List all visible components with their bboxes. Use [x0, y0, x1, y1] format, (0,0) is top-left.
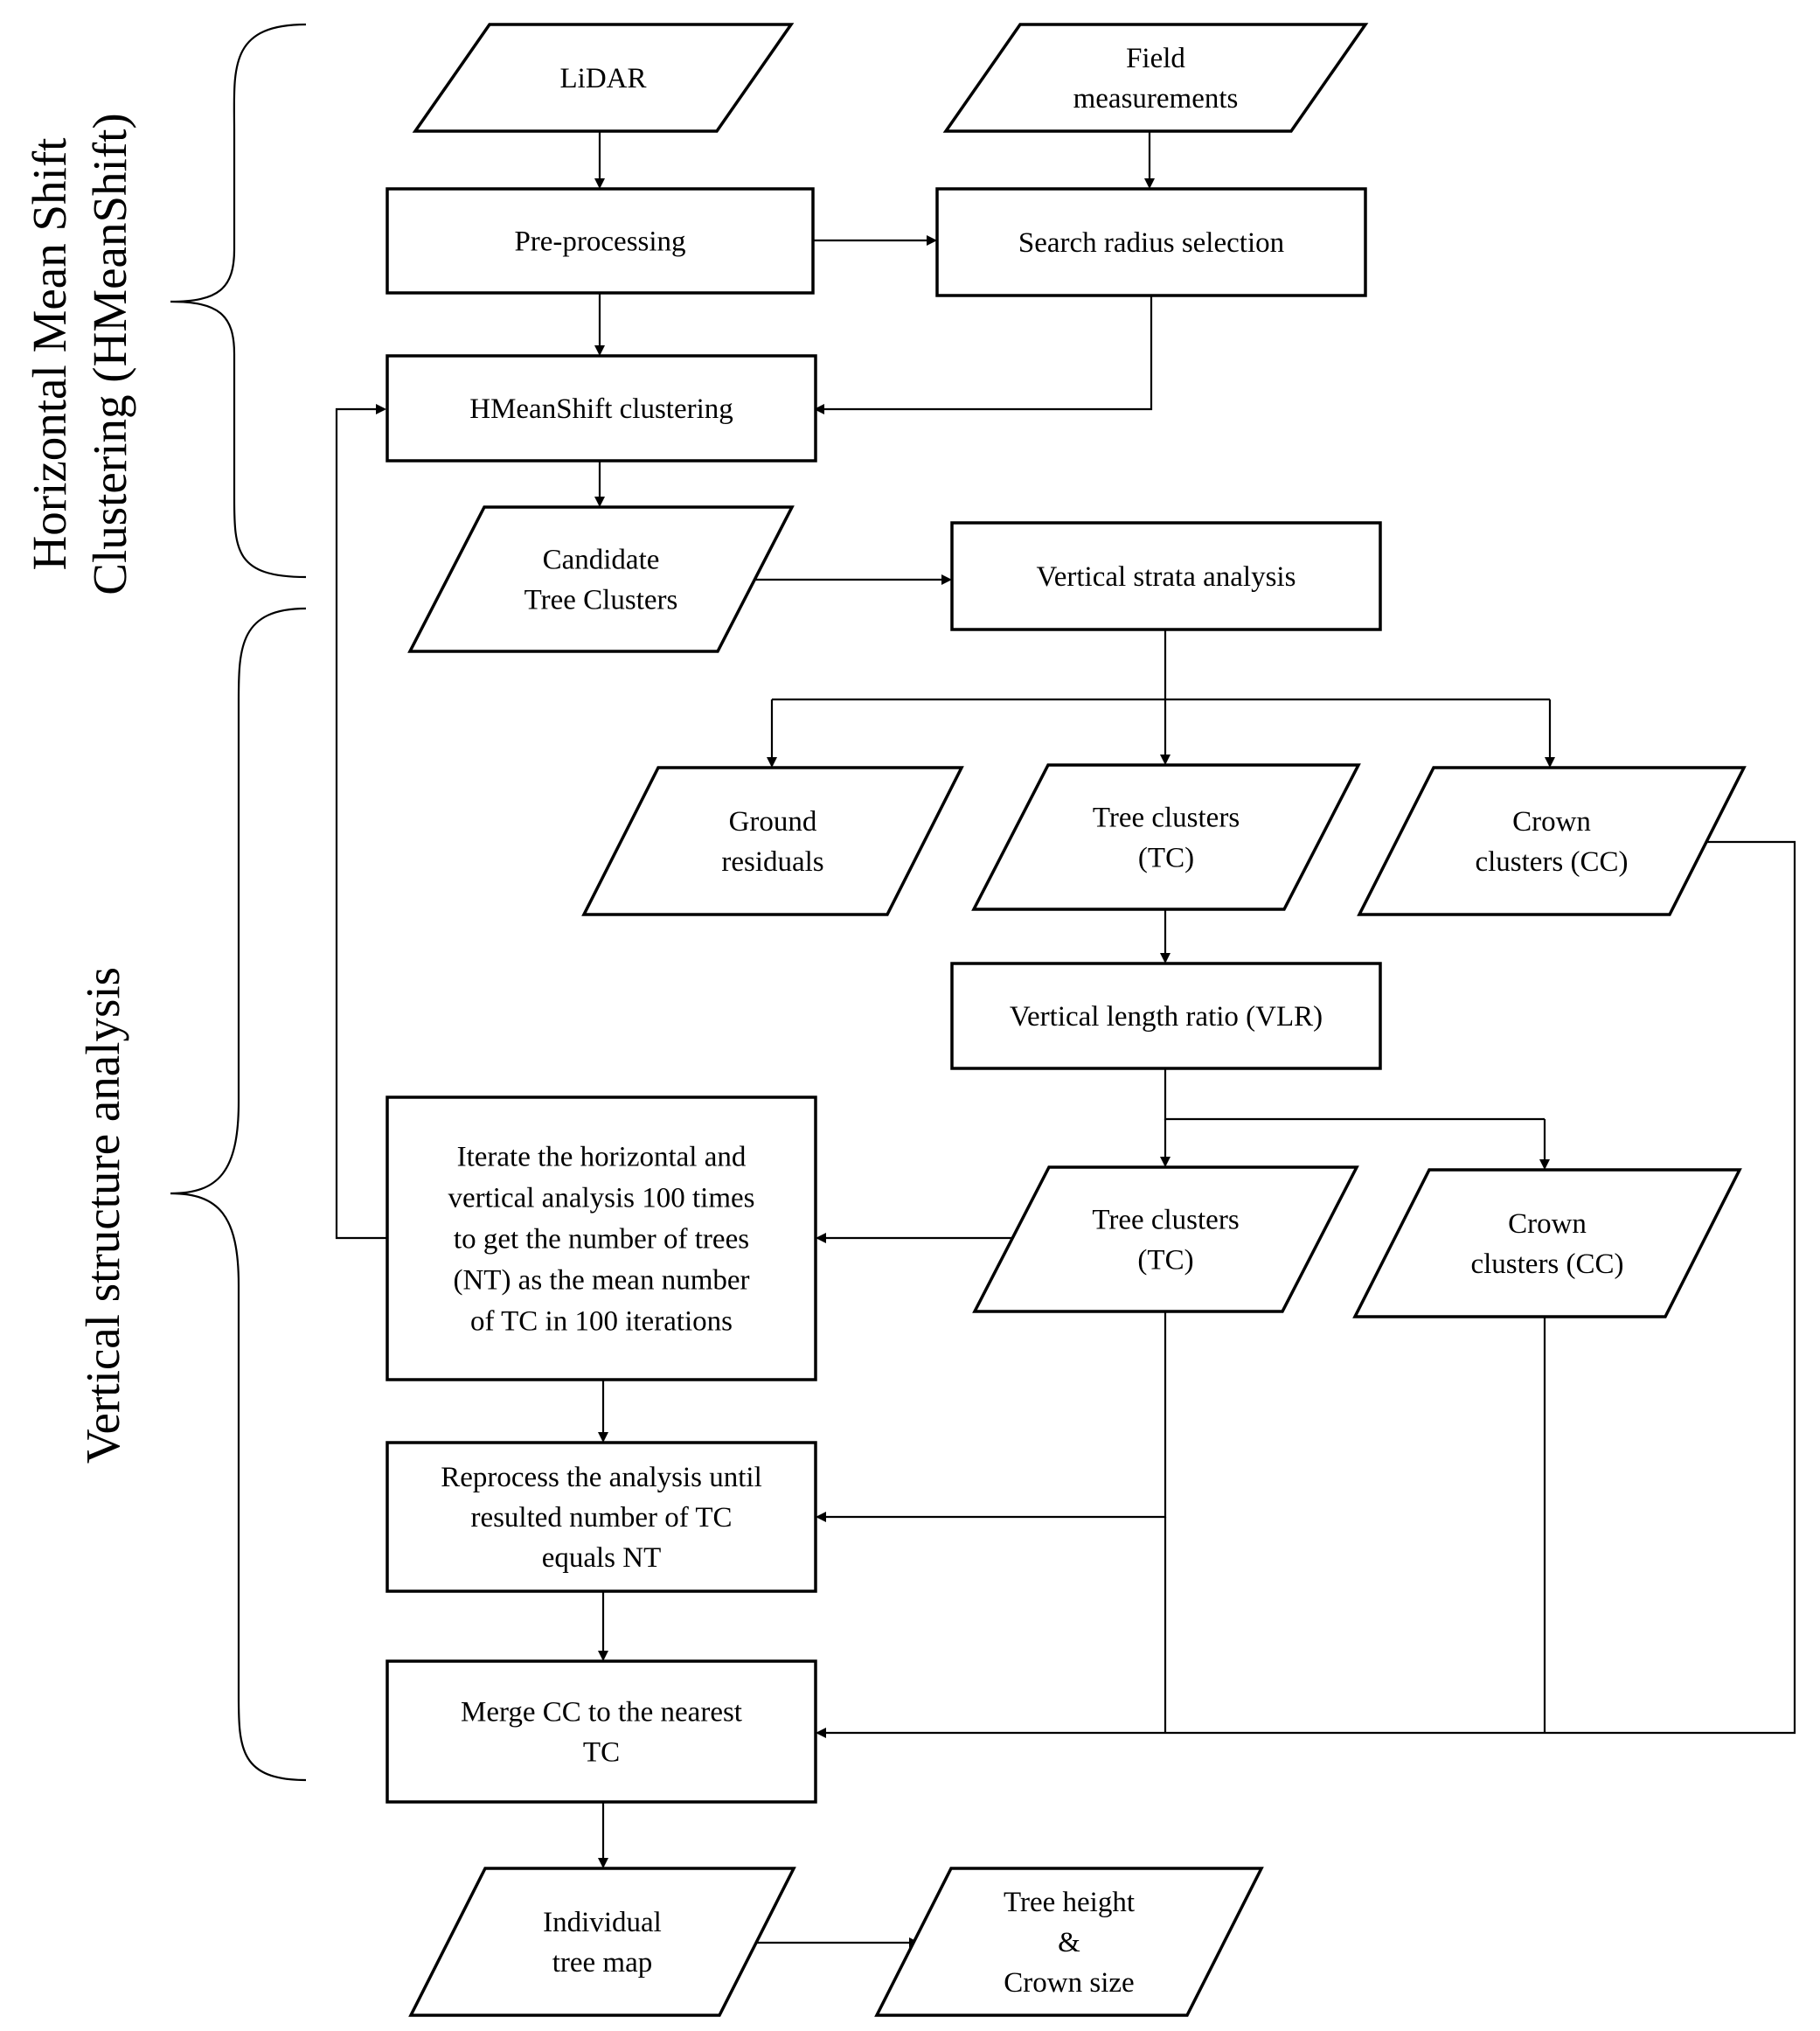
node-label-line: Vertical strata analysis [1037, 561, 1296, 593]
data-parallelogram [1352, 1168, 1742, 1318]
node-search-radius: Search radius selection [935, 187, 1367, 297]
node-label-line: (TC) [1138, 843, 1194, 874]
node-label-line: Ground [729, 806, 817, 838]
node-label-line: Crown size [1004, 1967, 1134, 1999]
hmeanshift-brace [170, 23, 307, 579]
node-label-line: Iterate the horizontal and [457, 1142, 747, 1173]
vertical-brace [170, 607, 307, 1782]
node-label-line: of TC in 100 iterations [470, 1306, 733, 1338]
hmeanshift-side-label-line2: Clustering (HMeanShift) [83, 113, 136, 595]
node-label-line: Reprocess the analysis until [441, 1462, 762, 1493]
node-label-line: TC [583, 1737, 620, 1769]
node-field: Field measurements [942, 23, 1369, 133]
node-label-line: Individual [543, 1907, 662, 1938]
node-label-line: LiDAR [560, 63, 647, 94]
node-lidar: LiDAR [412, 23, 795, 133]
node-label-line: Pre-processing [514, 226, 685, 258]
node-tree-clusters-1: Tree clusters (TC) [971, 763, 1361, 911]
node-label-line: Crown [1512, 806, 1591, 838]
process-box [386, 354, 817, 463]
node-label-line: HMeanShift clustering [469, 393, 733, 425]
node-label-line: Tree clusters [1092, 1205, 1239, 1236]
process-box [386, 1095, 817, 1381]
process-box [950, 521, 1382, 631]
data-parallelogram [412, 23, 795, 133]
node-label-line: Tree clusters [1093, 803, 1240, 834]
node-reprocess: Reprocess the analysis until resulted num… [386, 1441, 817, 1593]
edge-iterate-hms-loop [335, 404, 387, 1240]
node-preprocessing: Pre-processing [386, 187, 815, 295]
data-parallelogram [581, 766, 964, 916]
data-parallelogram [971, 763, 1361, 911]
data-parallelogram [874, 1867, 1264, 2017]
node-crown-clusters-1: Crown clusters (CC) [1357, 766, 1747, 916]
node-label-line: resulted number of TC [470, 1502, 732, 1534]
node-hms-clustering: HMeanShift clustering [386, 354, 817, 463]
node-tree-height: Tree height & Crown size [874, 1867, 1264, 2017]
node-tree-clusters-2: Tree clusters (TC) [972, 1165, 1359, 1313]
node-label-line: vertical analysis 100 times [448, 1183, 755, 1214]
node-label-line: (TC) [1137, 1245, 1193, 1276]
edge-cc1-merge [816, 840, 1796, 1738]
node-label-line: to get the number of trees [454, 1224, 749, 1255]
node-label-line: Candidate [543, 545, 660, 576]
data-parallelogram [407, 505, 795, 653]
data-parallelogram [942, 23, 1369, 133]
node-label-line: Merge CC to the nearest [461, 1697, 742, 1728]
node-label-line: equals NT [542, 1542, 662, 1574]
node-label-line: Crown [1508, 1208, 1587, 1240]
data-parallelogram [408, 1867, 796, 2017]
process-box [386, 1659, 817, 1804]
node-vlr: Vertical length ratio (VLR) [950, 962, 1382, 1070]
node-label-line: Tree Clusters [524, 585, 678, 616]
node-label-line: residuals [721, 846, 823, 878]
edge-tc2-reprocess [816, 1311, 1167, 1522]
process-box [935, 187, 1367, 297]
node-label-line: Vertical length ratio (VLR) [1010, 1001, 1323, 1033]
node-label-line: clusters (CC) [1470, 1249, 1623, 1280]
node-crown-clusters-2: Crown clusters (CC) [1352, 1168, 1742, 1318]
node-iterate: Iterate the horizontal and vertical analy… [386, 1095, 817, 1381]
edges [335, 131, 1796, 1948]
node-ground: Ground residuals [581, 766, 964, 916]
process-box [950, 962, 1382, 1070]
node-label-line: Tree height [1004, 1887, 1135, 1918]
node-label-line: tree map [552, 1947, 653, 1979]
node-label-line: measurements [1073, 83, 1239, 115]
node-vertical-strata: Vertical strata analysis [950, 521, 1382, 631]
data-parallelogram [972, 1165, 1359, 1313]
edge-search-hms [814, 296, 1153, 414]
process-box [386, 1441, 817, 1593]
node-label-line: Field [1126, 43, 1185, 74]
edge-vlr-split [1164, 1068, 1545, 1121]
data-parallelogram [1357, 766, 1747, 916]
hmeanshift-side-label-line1: Horizontal Mean Shift [23, 138, 76, 571]
process-box [386, 187, 815, 295]
node-label-line: (NT) as the mean number [453, 1265, 749, 1297]
node-tree-map: Individual tree map [408, 1867, 796, 2017]
node-label-line: clusters (CC) [1475, 846, 1628, 878]
node-label-line: & [1058, 1927, 1080, 1958]
node-label-line: Search radius selection [1018, 227, 1284, 259]
vertical-side-label: Vertical structure analysis [76, 967, 129, 1464]
